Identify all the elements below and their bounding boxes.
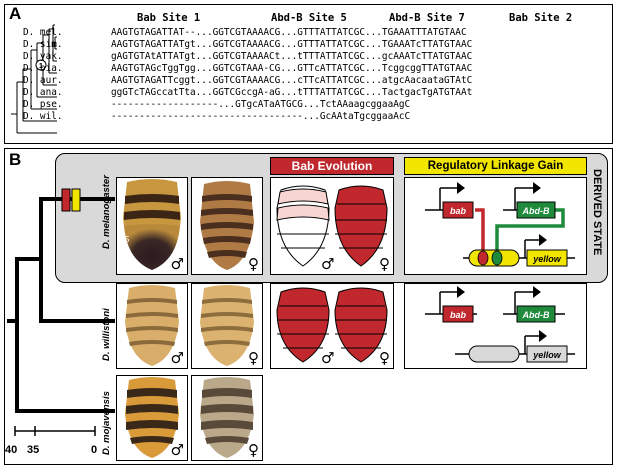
derived-state-label: DERIVED STATE <box>591 169 603 256</box>
bab-gene <box>442 305 474 323</box>
segment-label-a5: A5 <box>119 234 130 244</box>
yellow-gene <box>526 345 568 363</box>
panel-b-label: B <box>9 150 22 169</box>
yellow-gene <box>526 249 568 267</box>
species-label: D. ana. <box>23 87 63 98</box>
species-label: D. sim. <box>23 39 63 50</box>
abdb-binding-site <box>491 250 503 266</box>
sequence-row: ggGTcTAGccatTta...GGTCGccgA-aG...tTTTATT… <box>111 87 473 98</box>
species-label: D. yak. <box>23 51 63 62</box>
panel-a: A Bab Site 1 Abd-B Site 5 Abd-B Site 7 B… <box>4 4 613 144</box>
species-mojavensis: D. mojavensis <box>101 391 112 455</box>
bab-evolution-title: Bab Evolution <box>270 157 394 175</box>
abdb-gene <box>516 305 556 323</box>
abdb-gene <box>516 201 556 219</box>
abdomen-image <box>200 377 254 458</box>
photo-melanogaster-female: ♀ <box>191 177 263 275</box>
bab-evolution-ancestral: ♂ ♀ <box>270 283 394 369</box>
bab-expression-diagram <box>276 185 388 267</box>
linkage-ancestral: bab Abd-B yellow <box>404 283 587 369</box>
abdomen-image <box>200 181 254 270</box>
female-symbol: ♀ <box>248 255 259 273</box>
scale-tick: 35 <box>27 444 40 456</box>
bab-binding-site <box>477 250 489 266</box>
abdomen-image <box>123 179 181 270</box>
svg-text:bab: bab <box>450 310 467 320</box>
panel-a-tree: 1 <box>11 24 57 134</box>
species-label: D. bia. <box>23 63 63 74</box>
male-symbol: ♂ <box>321 349 335 367</box>
sequence-row: ----------------------------------...GcA… <box>111 111 411 122</box>
photo-mojavensis-male: ♂ <box>116 375 188 461</box>
svg-text:Abd-B: Abd-B <box>522 206 550 216</box>
bab-expression-diagram <box>276 287 388 363</box>
linkage-derived: bab Abd-B yellow <box>404 177 587 275</box>
linkage-gain-bar <box>71 188 81 212</box>
scale-tick: 0 <box>91 444 98 456</box>
panel-a-label: A <box>9 4 22 23</box>
enhancer-inactive <box>468 345 520 363</box>
svg-text:yellow: yellow <box>532 350 562 360</box>
species-label: D. mel. <box>23 27 63 38</box>
regulatory-diagram: bab Abd-B yellow <box>425 286 575 363</box>
abdomen-image <box>200 285 254 366</box>
abdomen-image <box>125 377 179 458</box>
bab-gain-bar <box>61 188 71 212</box>
header-bab-site-2: Bab Site 2 <box>509 12 573 24</box>
bab-gene <box>442 201 474 219</box>
female-symbol: ♀ <box>248 441 259 459</box>
segment-label-a6: A6 <box>119 250 130 260</box>
panel-b-tree <box>7 188 115 436</box>
photo-willistoni-female: ♀ <box>191 283 263 369</box>
sequence-row: AAGTGTAGcTggTgg...GGTCGTAAA-CG...GTTcATT… <box>111 63 473 74</box>
svg-text:Abd-B: Abd-B <box>522 310 550 320</box>
node-marker <box>35 59 47 71</box>
male-symbol: ♂ <box>170 349 184 367</box>
species-label: D. aur. <box>23 75 63 86</box>
male-symbol: ♂ <box>170 255 184 273</box>
species-label: D. pse. <box>23 99 63 110</box>
bab-evolution-derived: ♂ ♀ <box>270 177 394 275</box>
species-label: D. wil. <box>23 111 63 122</box>
species-melanogaster: D. melanogaster <box>101 175 112 249</box>
sequence-row: gAGTGTAtATTATgt...GGTCGTAAAACt...tTTTATT… <box>111 51 473 62</box>
photo-willistoni-male: ♂ <box>116 283 188 369</box>
sequence-row: AAGTGTAGATTATgt...GGTCGTAAAACG...GTTTATT… <box>111 39 473 50</box>
species-willistoni: D. willistoni <box>101 308 112 361</box>
male-symbol: ♂ <box>321 255 335 273</box>
header-abdb-site-5: Abd-B Site 5 <box>271 12 347 24</box>
female-symbol: ♀ <box>248 349 259 367</box>
sequence-row: -------------------...GTgcATaATGCG...Tct… <box>111 99 411 110</box>
node-label: 1 <box>39 61 43 70</box>
sequence-row: AAGTGTAGATTAT--...GGTCGTAAAACG...GTTTATT… <box>111 27 467 38</box>
svg-text:yellow: yellow <box>532 254 562 264</box>
photo-mojavensis-female: ♀ <box>191 375 263 461</box>
photo-melanogaster-male: A5 A6 ♂ <box>116 177 188 275</box>
sequence-row: AAGTGTAGATTcggt...GGTCGTAAAACG...cTTcATT… <box>111 75 473 86</box>
scale-tick: 40 <box>5 444 18 456</box>
header-abdb-site-7: Abd-B Site 7 <box>389 12 465 24</box>
svg-text:bab: bab <box>450 206 467 216</box>
abdomen-image <box>125 285 179 366</box>
female-symbol: ♀ <box>379 349 390 367</box>
male-symbol: ♂ <box>170 441 184 459</box>
header-bab-site-1: Bab Site 1 <box>137 12 201 24</box>
female-symbol: ♀ <box>379 255 390 273</box>
panel-b: B DERIVED STATE 40 35 0 D. melanogaster … <box>4 148 613 465</box>
linkage-title: Regulatory Linkage Gain <box>404 157 587 175</box>
regulatory-diagram: bab Abd-B yellow <box>425 182 575 267</box>
